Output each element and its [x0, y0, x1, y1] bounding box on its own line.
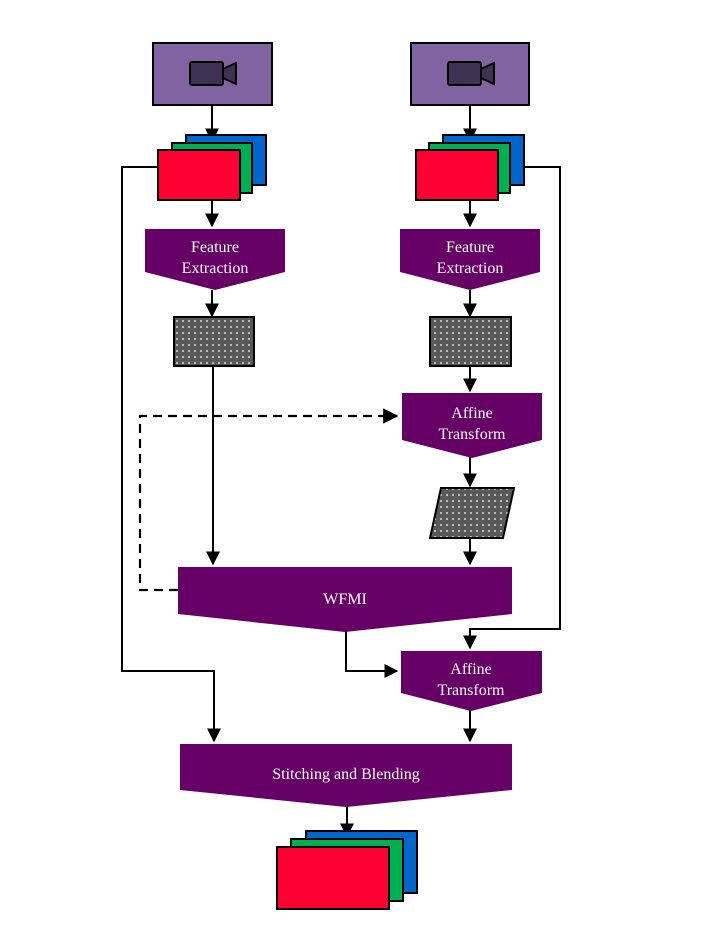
arrow-right-frames-affine2 — [463, 166, 561, 650]
video-camera-icon — [447, 61, 495, 86]
stitching-blending-block: Stitching and Blending — [180, 744, 512, 807]
left-feature-extraction-block: Feature Extraction — [145, 229, 285, 290]
left-feature-extraction-label-1: Feature — [191, 239, 239, 256]
right-feature-map-icon — [429, 316, 512, 367]
affine-transform-block-2: Affine Transform — [401, 651, 542, 711]
connectors — [121, 105, 561, 838]
affine-transform-2-label-1: Affine — [450, 661, 491, 678]
affine-transform-1-label-1: Affine — [451, 405, 492, 422]
arrow-wfmi-affine2 — [345, 631, 399, 678]
right-camera-box — [410, 42, 530, 106]
left-frame-stack-icon — [157, 134, 267, 201]
left-feature-extraction-label-2: Extraction — [182, 260, 249, 277]
affine-transform-1-label-2: Transform — [439, 426, 507, 443]
stitching-label: Stitching and Blending — [272, 766, 420, 783]
right-frame-stack-icon — [415, 134, 525, 201]
video-camera-icon — [189, 61, 237, 86]
affine-transform-block-1: Affine Transform — [402, 393, 542, 458]
arrow-left-frames-stitching — [121, 166, 221, 743]
left-camera — [152, 42, 273, 106]
warped-feature-map-icon — [428, 487, 516, 539]
right-feature-extraction-label-2: Extraction — [437, 260, 504, 277]
left-feature-map-icon — [173, 316, 255, 367]
right-camera — [410, 42, 530, 106]
affine-transform-2-label-2: Transform — [438, 682, 506, 699]
output-frame-stack-icon — [276, 830, 418, 910]
wfmi-label: WFMI — [323, 591, 367, 608]
right-feature-extraction-block: Feature Extraction — [400, 229, 540, 290]
feedback-wfmi-affine-dashed — [138, 408, 399, 592]
right-feature-extraction-label-1: Feature — [446, 239, 494, 256]
wfmi-block: WFMI — [178, 567, 512, 632]
